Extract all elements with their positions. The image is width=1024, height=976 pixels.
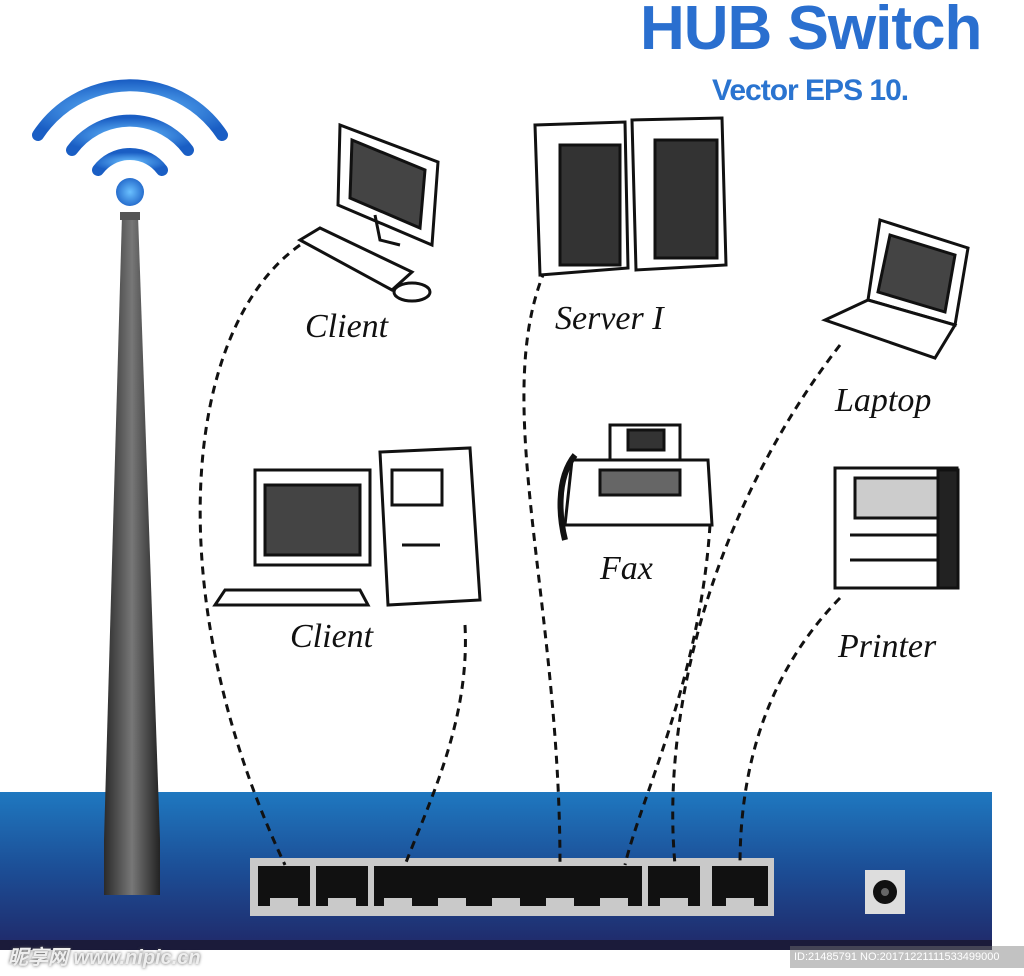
antenna bbox=[104, 212, 160, 895]
power-jack bbox=[865, 870, 905, 914]
laptop-icon bbox=[821, 218, 970, 360]
watermark-left: 昵享网 www.nipic.cn bbox=[8, 947, 201, 969]
desktop-pc-icon bbox=[212, 446, 482, 607]
hub-base bbox=[0, 940, 992, 950]
desktop-monitor-icon bbox=[296, 122, 440, 303]
device-label-server: Server I bbox=[555, 300, 664, 337]
port-panel bbox=[250, 858, 774, 916]
device-label-fax: Fax bbox=[600, 550, 653, 587]
watermark-right: ID:21485791 NO:20171221111533499000 bbox=[790, 946, 1024, 968]
device-label-laptop: Laptop bbox=[835, 382, 932, 419]
device-label-printer: Printer bbox=[838, 628, 937, 665]
page-subtitle: Vector EPS 10. bbox=[712, 74, 909, 107]
device-label-client-1: Client bbox=[305, 308, 389, 345]
printer-icon bbox=[833, 466, 960, 590]
device-label-client-2: Client bbox=[290, 618, 374, 655]
fax-icon bbox=[557, 423, 714, 541]
cables bbox=[198, 243, 842, 866]
wifi-icon bbox=[32, 79, 228, 206]
server-tower-icon bbox=[533, 116, 728, 277]
page-title: HUB Switch bbox=[640, 0, 982, 63]
